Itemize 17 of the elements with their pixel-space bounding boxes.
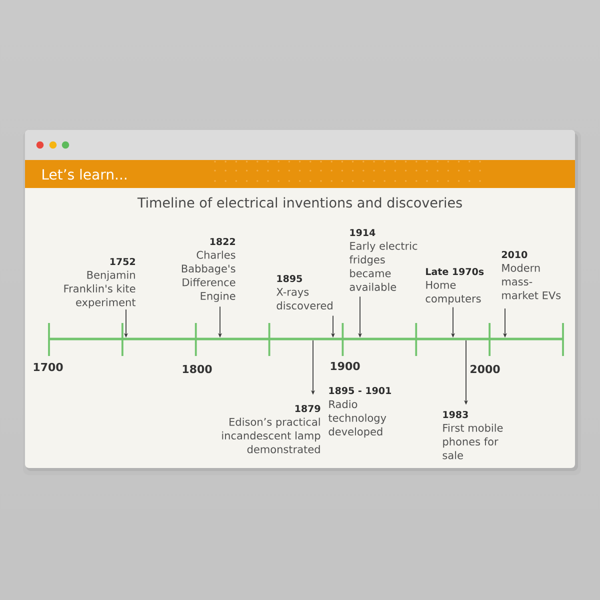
header-bar: Let’s learn... xyxy=(25,160,575,188)
event-text: Late 1970s Home computers xyxy=(426,268,484,305)
event-text: 1879 Edison’s practical incandescent lamp demonstrated xyxy=(222,404,320,454)
timeline xyxy=(48,323,564,356)
year-label: 1700 xyxy=(34,362,63,372)
event-text: 1752 Benjamin Franklin's kite experiment xyxy=(64,258,136,308)
event-text: 1895 X-rays discovered xyxy=(276,274,332,310)
event-text: 1822 Charles Babbage's Difference Engine xyxy=(182,238,236,302)
event-date: 1895 - 1901 xyxy=(329,386,391,394)
year-label: 1800 xyxy=(182,364,212,374)
event-text: 1983 First mobile phones for sale xyxy=(442,410,503,460)
event-text: Radio technology developed xyxy=(328,400,386,438)
year-label: 2000 xyxy=(470,364,500,374)
event-text: 1914 Early electric fridges became available xyxy=(349,228,418,291)
year-label: 1900 xyxy=(330,362,360,370)
event-text: 2010 Modern mass-market EVs xyxy=(502,250,561,300)
timeline-title: Timeline of electrical inventions and discoveries xyxy=(137,197,462,208)
